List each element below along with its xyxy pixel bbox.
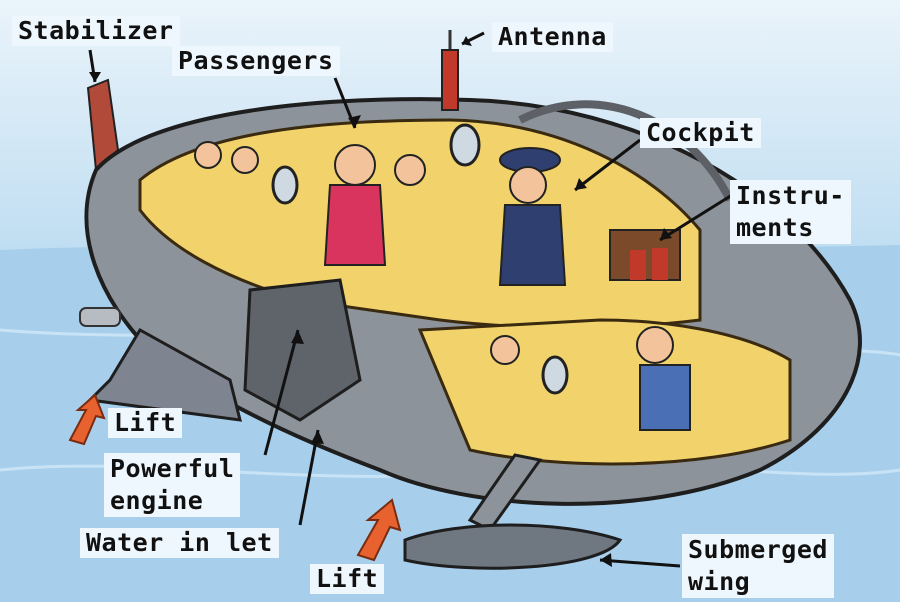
label-submerged-wing: Submerged wing [682, 534, 834, 598]
lift-arrow-bottom [356, 498, 402, 562]
label-lift-bottom: Lift [310, 564, 385, 594]
label-lift-left: Lift [108, 408, 183, 438]
engine [243, 278, 362, 422]
label-passengers: Passengers [172, 46, 340, 76]
label-instruments: Instru- ments [730, 180, 851, 244]
pilot-figure [498, 147, 567, 286]
passenger-figures [194, 141, 691, 431]
label-stabilizer: Stabilizer [12, 16, 180, 46]
arrowheads [89, 36, 672, 567]
lower-cabin [417, 318, 792, 466]
label-water-inlet: Water in let [80, 528, 279, 558]
cockpit-canopy [518, 100, 734, 202]
label-cockpit: Cockpit [640, 118, 761, 148]
label-powerful-engine: Powerful engine [104, 453, 241, 517]
lift-arrow-left [68, 393, 106, 446]
label-antenna: Antenna [492, 22, 613, 52]
portholes [271, 123, 569, 395]
submerged-wing [403, 523, 623, 570]
exhaust [79, 307, 121, 327]
antenna-mast [441, 30, 459, 111]
